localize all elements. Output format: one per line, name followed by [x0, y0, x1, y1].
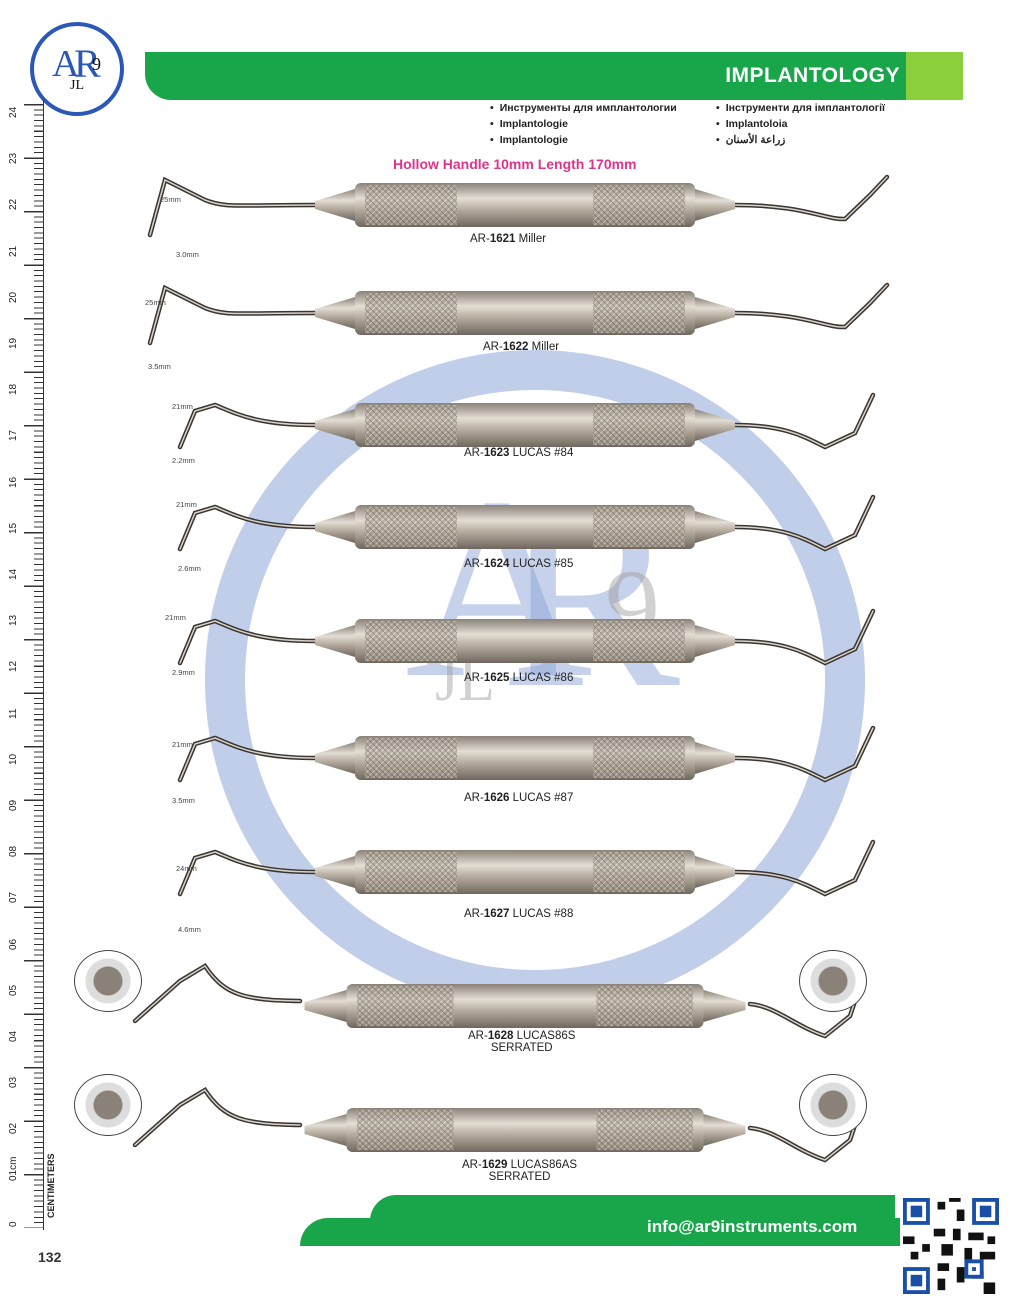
- product-code: 1628: [487, 1030, 514, 1042]
- dimension-tip: 2.6mm: [178, 564, 201, 573]
- subtitles-left: Инструменты для имплантологии Implantolo…: [490, 100, 677, 148]
- code-prefix: AR-: [464, 447, 484, 459]
- subtitle: Implantologie: [490, 116, 677, 132]
- dimension-tip: 2.2mm: [172, 456, 195, 465]
- product-name: Miller: [531, 341, 560, 353]
- dimension-length: 21mm: [176, 500, 197, 509]
- product-code: 1627: [483, 908, 510, 920]
- dimension-tip: 3.5mm: [172, 796, 195, 805]
- logo-letter-r: R: [74, 41, 101, 86]
- code-prefix: AR-: [464, 792, 484, 804]
- tip-magnifier-icon: [799, 1074, 867, 1136]
- instrument-label: AR-1621 Miller: [470, 233, 546, 245]
- subtitles-right: Інструменти для імплантології Implantolo…: [716, 100, 885, 148]
- subtitle: Інструменти для імплантології: [716, 100, 885, 116]
- qr-code-icon[interactable]: [903, 1198, 999, 1294]
- product-code: 1624: [483, 558, 510, 570]
- dimension-length: 25mm: [145, 298, 166, 307]
- dimension-length: 21mm: [172, 740, 193, 749]
- product-sub: SERRATED: [488, 1171, 551, 1183]
- dimension-length: 24mm: [176, 864, 197, 873]
- product-spec-heading: Hollow Handle 10mm Length 170mm: [393, 156, 637, 172]
- dimension-tip: 3.5mm: [148, 362, 171, 371]
- tip-magnifier-icon: [74, 950, 142, 1012]
- code-prefix: AR-: [464, 672, 484, 684]
- product-name: LUCAS #84: [512, 447, 574, 459]
- dimension-length: 21mm: [165, 613, 186, 622]
- product-name: LUCAS #88: [512, 908, 574, 920]
- product-name: LUCAS #87: [512, 792, 574, 804]
- header-bar: [145, 52, 963, 100]
- product-code: 1622: [502, 341, 529, 353]
- instrument-label: AR-1627 LUCAS #88: [464, 908, 573, 920]
- dimension-tip: 3.0mm: [176, 250, 199, 259]
- code-prefix: AR-: [464, 908, 484, 920]
- product-name: LUCAS #85: [512, 558, 574, 570]
- product-name: LUCAS #86: [512, 672, 574, 684]
- dimension-length: 21mm: [172, 402, 193, 411]
- product-code: 1621: [489, 233, 516, 245]
- tip-magnifier-icon: [74, 1074, 142, 1136]
- contact-email[interactable]: info@ar9instruments.com: [647, 1217, 858, 1236]
- product-code: 1626: [483, 792, 510, 804]
- dimension-tip: 2.9mm: [172, 668, 195, 677]
- instrument-label: AR-1622 Miller: [483, 341, 559, 353]
- dimension-tip: 4.6mm: [178, 925, 201, 934]
- logo-letter-a: A: [52, 43, 80, 85]
- product-name: LUCAS86AS: [510, 1159, 578, 1171]
- instrument-label: AR-1623 LUCAS #84: [464, 447, 573, 459]
- product-code: 1625: [483, 672, 510, 684]
- code-prefix: AR-: [470, 233, 490, 245]
- subtitle: Инструменты для имплантологии: [490, 100, 677, 116]
- subtitle: Implantologie: [490, 132, 677, 148]
- instrument-label: AR-1626 LUCAS #87: [464, 792, 573, 804]
- logo-number: 9: [92, 54, 101, 74]
- code-prefix: AR-: [464, 558, 484, 570]
- code-prefix: AR-: [483, 341, 503, 353]
- instrument-label: AR-1624 LUCAS #85: [464, 558, 573, 570]
- code-prefix: AR-: [462, 1159, 482, 1171]
- code-prefix: AR-: [468, 1030, 488, 1042]
- dimension-length: 25mm: [160, 195, 181, 204]
- ruler-major-ticks: [24, 104, 44, 1228]
- product-name: LUCAS86S: [516, 1030, 576, 1042]
- subtitle: زراعة الأسنان: [716, 132, 885, 148]
- header-accent: [906, 52, 963, 100]
- footer-bar: [370, 1195, 895, 1243]
- product-code: 1623: [483, 447, 510, 459]
- section-title: IMPLANTOLOGY: [725, 64, 900, 87]
- product-name: Miller: [518, 233, 547, 245]
- page-number: 132: [38, 1249, 62, 1265]
- subtitle: Implantoloia: [716, 116, 885, 132]
- product-code: 1629: [481, 1159, 508, 1171]
- tip-magnifier-icon: [799, 950, 867, 1012]
- logo-jl: JL: [70, 78, 84, 93]
- product-sub: SERRATED: [490, 1042, 553, 1054]
- instrument-label: AR-1625 LUCAS #86: [464, 672, 573, 684]
- brand-logo: A R 9 JL: [30, 22, 124, 116]
